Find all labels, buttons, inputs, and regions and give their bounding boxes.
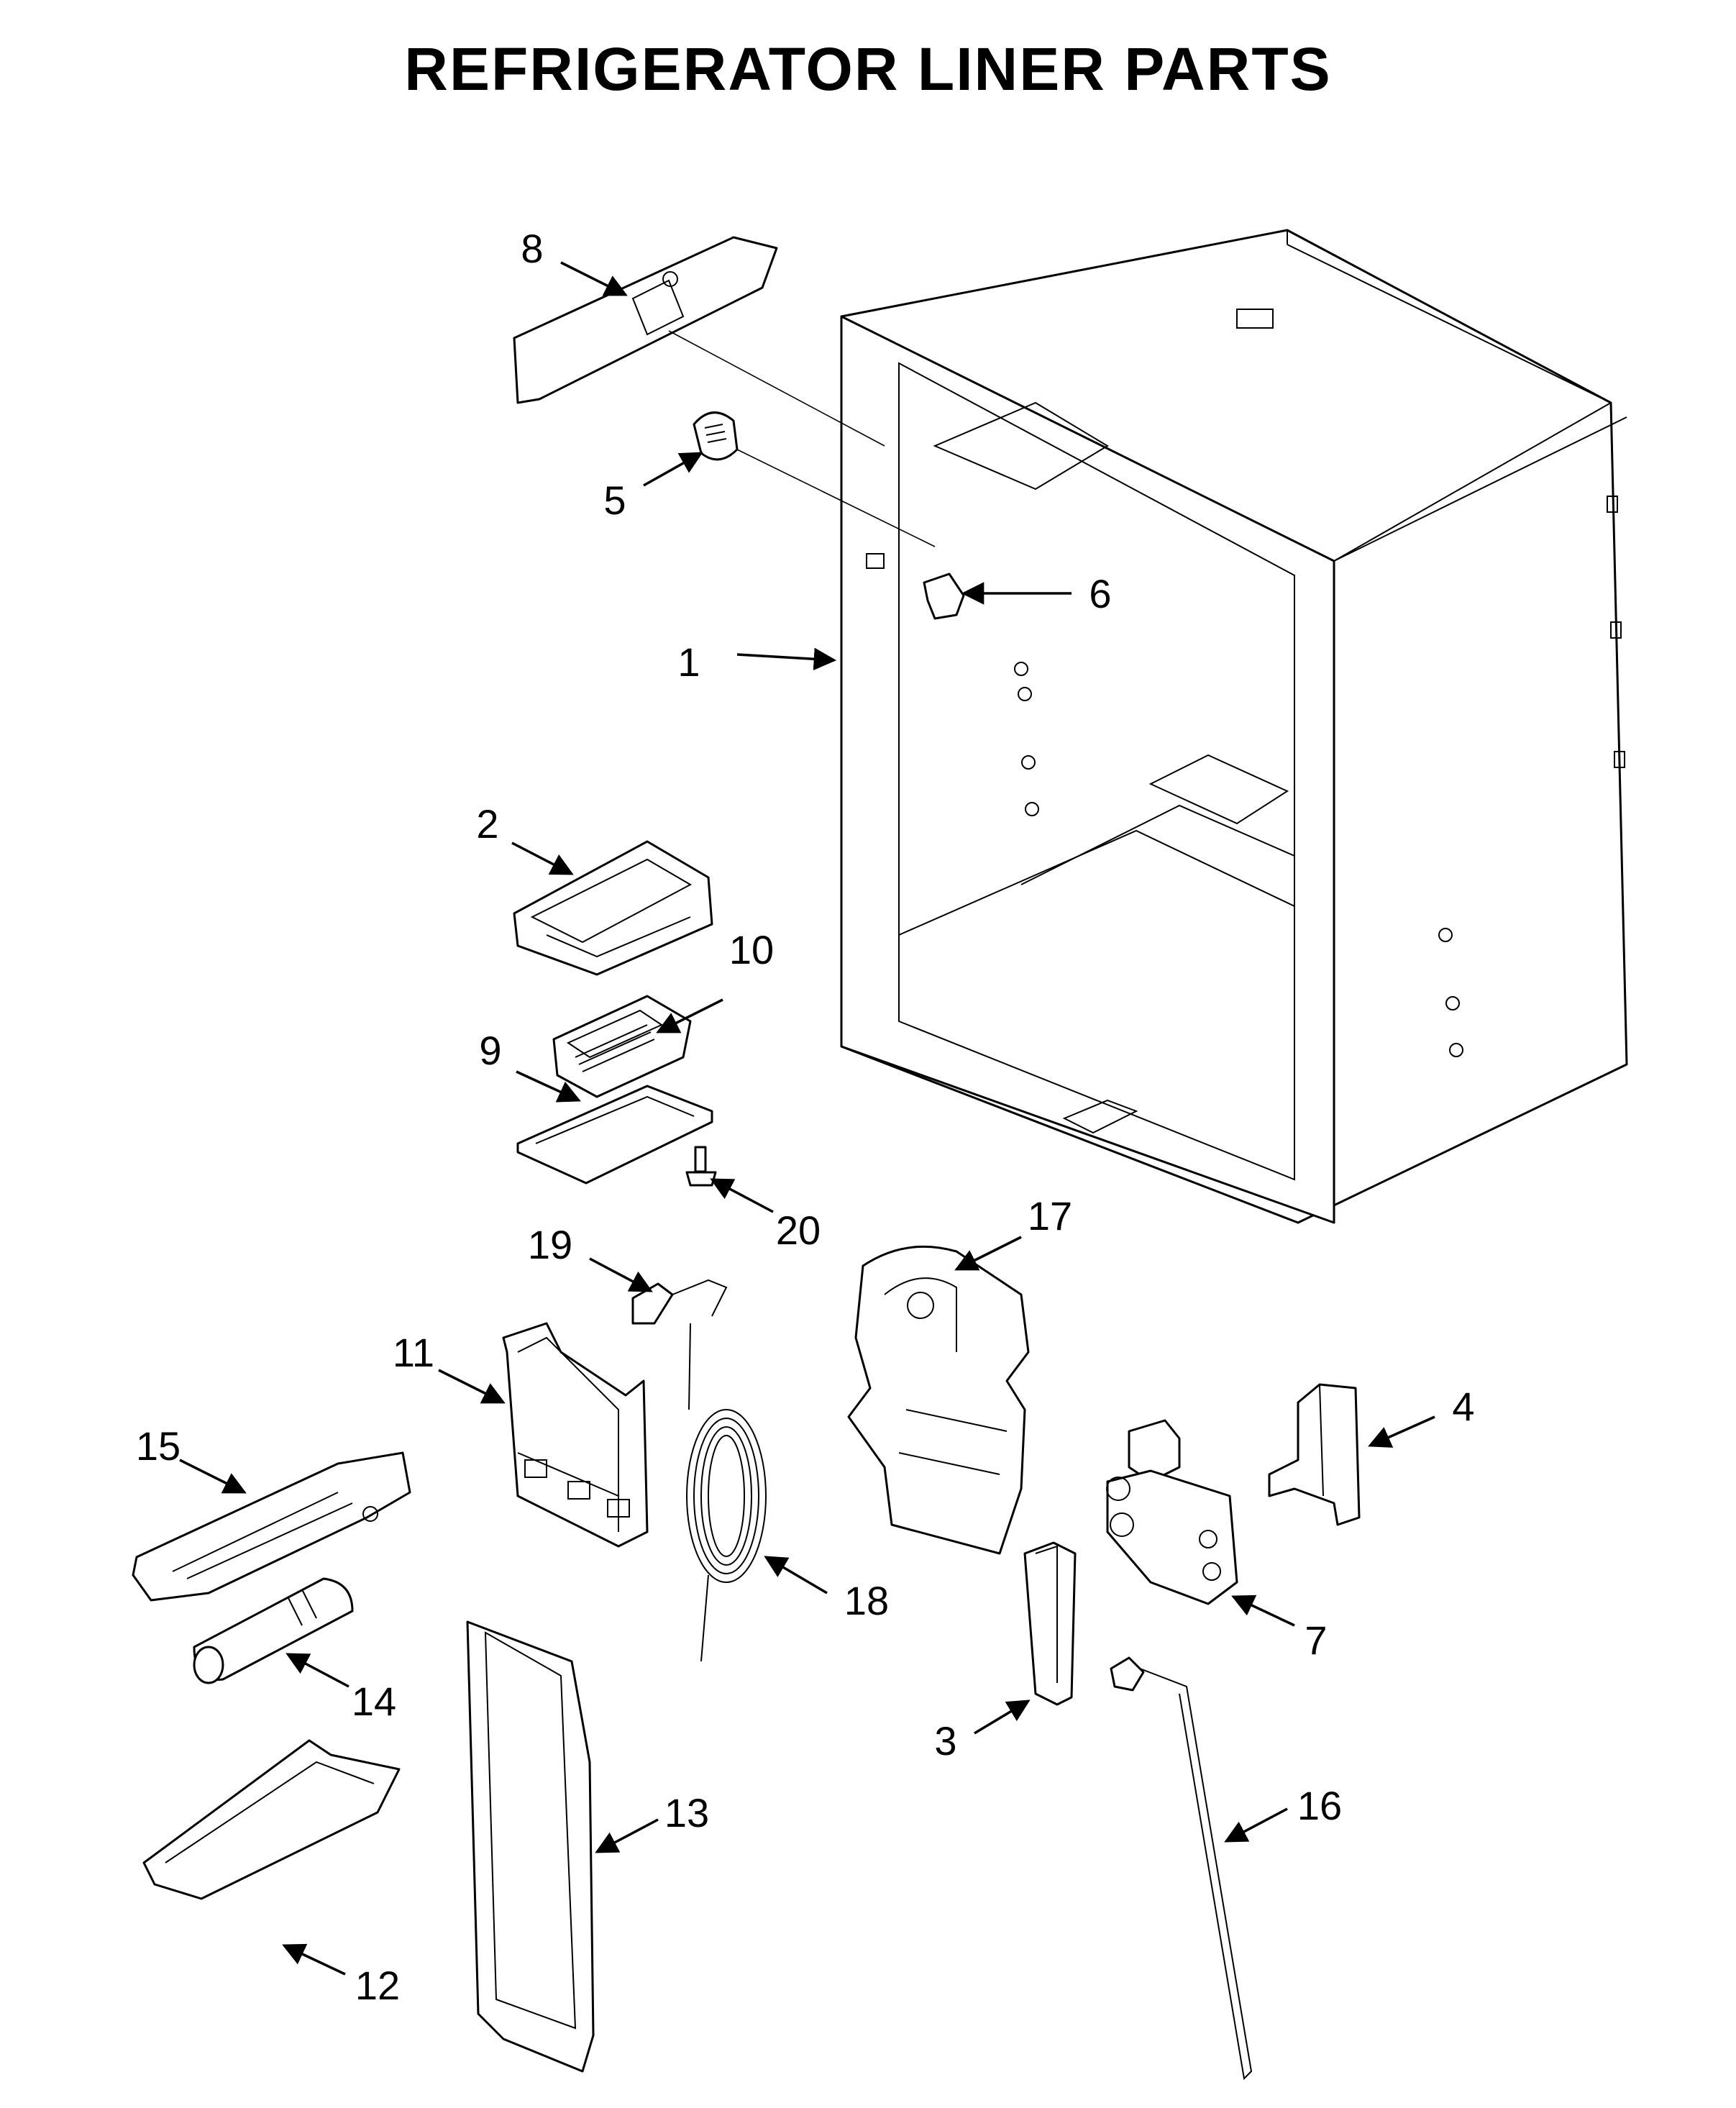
callout-2: 2 bbox=[476, 801, 498, 847]
part-3-support bbox=[1023, 1541, 1077, 1706]
callout-13: 13 bbox=[664, 1790, 709, 1835]
part-20-screw bbox=[685, 1146, 717, 1187]
diagram-title: REFRIGERATOR LINER PARTS bbox=[404, 35, 1332, 103]
part-5-clip bbox=[693, 411, 936, 547]
callout-4: 4 bbox=[1452, 1384, 1474, 1429]
callout-8: 8 bbox=[521, 226, 543, 271]
callout-9: 9 bbox=[479, 1028, 501, 1073]
callout-16: 16 bbox=[1297, 1783, 1342, 1828]
callout-7: 7 bbox=[1305, 1617, 1327, 1663]
callout-5: 5 bbox=[603, 478, 626, 523]
callout-14: 14 bbox=[352, 1679, 396, 1724]
part-9-plate bbox=[516, 1085, 713, 1185]
part-4-bracket bbox=[1268, 1383, 1361, 1526]
callout-6: 6 bbox=[1089, 571, 1111, 616]
part-8-cover bbox=[513, 236, 885, 447]
part-11-duct bbox=[502, 1322, 649, 1548]
callout-12: 12 bbox=[355, 1963, 400, 2008]
part-10-module bbox=[552, 995, 692, 1098]
callout-3: 3 bbox=[934, 1718, 956, 1763]
part-15-filter-housing bbox=[132, 1451, 411, 1602]
part-6-latch bbox=[923, 572, 965, 620]
callout-arrows bbox=[179, 261, 1435, 1976]
callout-15: 15 bbox=[136, 1423, 181, 1469]
part-16-tube bbox=[1110, 1656, 1253, 2081]
part-12-tray bbox=[142, 1739, 401, 1900]
callout-17: 17 bbox=[1028, 1193, 1072, 1238]
part-18-wire-coil bbox=[686, 1323, 767, 1662]
callout-1: 1 bbox=[677, 639, 700, 685]
part-17-bracket bbox=[847, 1245, 1030, 1555]
part-13-panel bbox=[466, 1620, 595, 2073]
liner-part-1 bbox=[840, 229, 1628, 1224]
callout-11: 11 bbox=[393, 1330, 434, 1375]
part-2-frame bbox=[513, 840, 713, 976]
callout-10: 10 bbox=[729, 927, 774, 972]
callout-19: 19 bbox=[528, 1222, 572, 1267]
callout-20: 20 bbox=[776, 1208, 821, 1253]
callout-labels: 1 2 3 4 5 6 7 8 9 10 11 12 13 14 15 16 1… bbox=[136, 226, 1475, 2008]
part-19-sensor bbox=[631, 1279, 728, 1325]
part-7-valve bbox=[1106, 1419, 1238, 1605]
part-14-filter bbox=[193, 1577, 354, 1684]
callout-18: 18 bbox=[844, 1578, 889, 1623]
